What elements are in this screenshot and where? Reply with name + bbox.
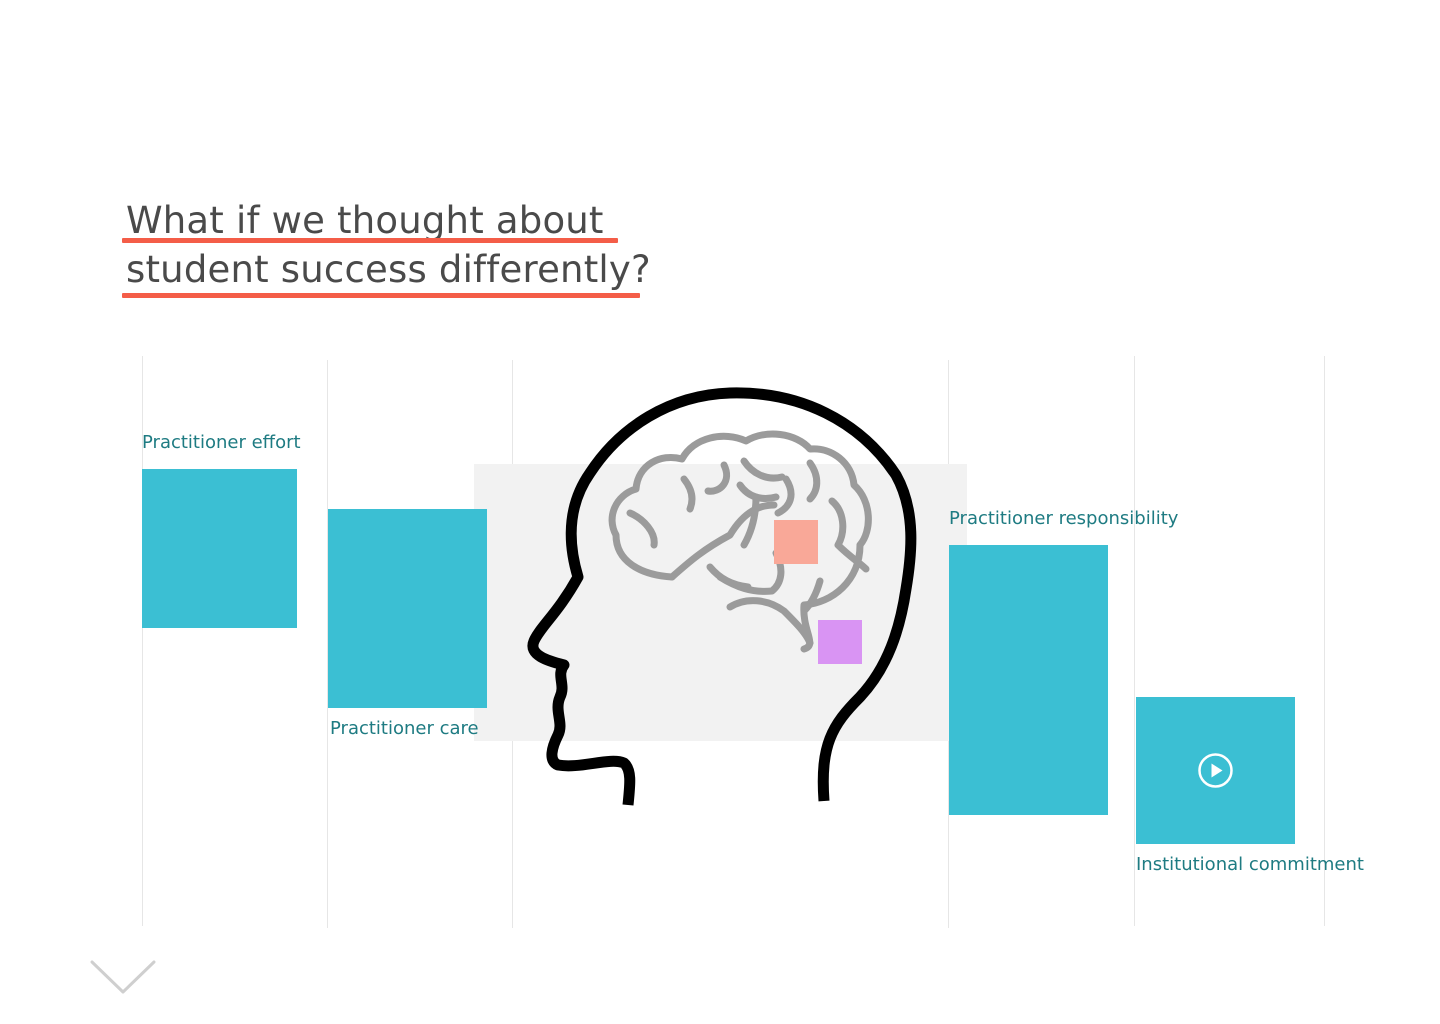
brain-outline <box>608 430 872 653</box>
label-practitioner-effort: Practitioner effort <box>142 432 301 453</box>
violet-marker-square <box>818 620 862 664</box>
chevron-down-icon[interactable] <box>90 958 156 998</box>
practitioner-care-block[interactable] <box>328 509 487 708</box>
salmon-marker-square <box>774 520 818 564</box>
label-practitioner-responsibility: Practitioner responsibility <box>949 508 1179 529</box>
headline-underline-1 <box>122 238 618 243</box>
headline-underline-2 <box>122 293 640 298</box>
headline-line-2: student success differently? <box>126 248 651 291</box>
grid-line <box>327 360 328 928</box>
practitioner-effort-block[interactable] <box>142 469 297 628</box>
practitioner-responsibility-block[interactable] <box>949 545 1108 815</box>
grid-line <box>1134 356 1135 926</box>
head-brain-icon <box>527 387 917 806</box>
label-practitioner-care: Practitioner care <box>330 718 479 739</box>
headline-line-1: What if we thought about <box>126 199 604 242</box>
grid-line <box>142 356 143 926</box>
head-outline <box>527 387 917 806</box>
page-headline: What if we thought about student success… <box>126 196 686 294</box>
play-icon[interactable] <box>1197 752 1234 789</box>
label-institutional-commitment: Institutional commitment <box>1136 854 1364 875</box>
grid-line <box>1324 356 1325 926</box>
